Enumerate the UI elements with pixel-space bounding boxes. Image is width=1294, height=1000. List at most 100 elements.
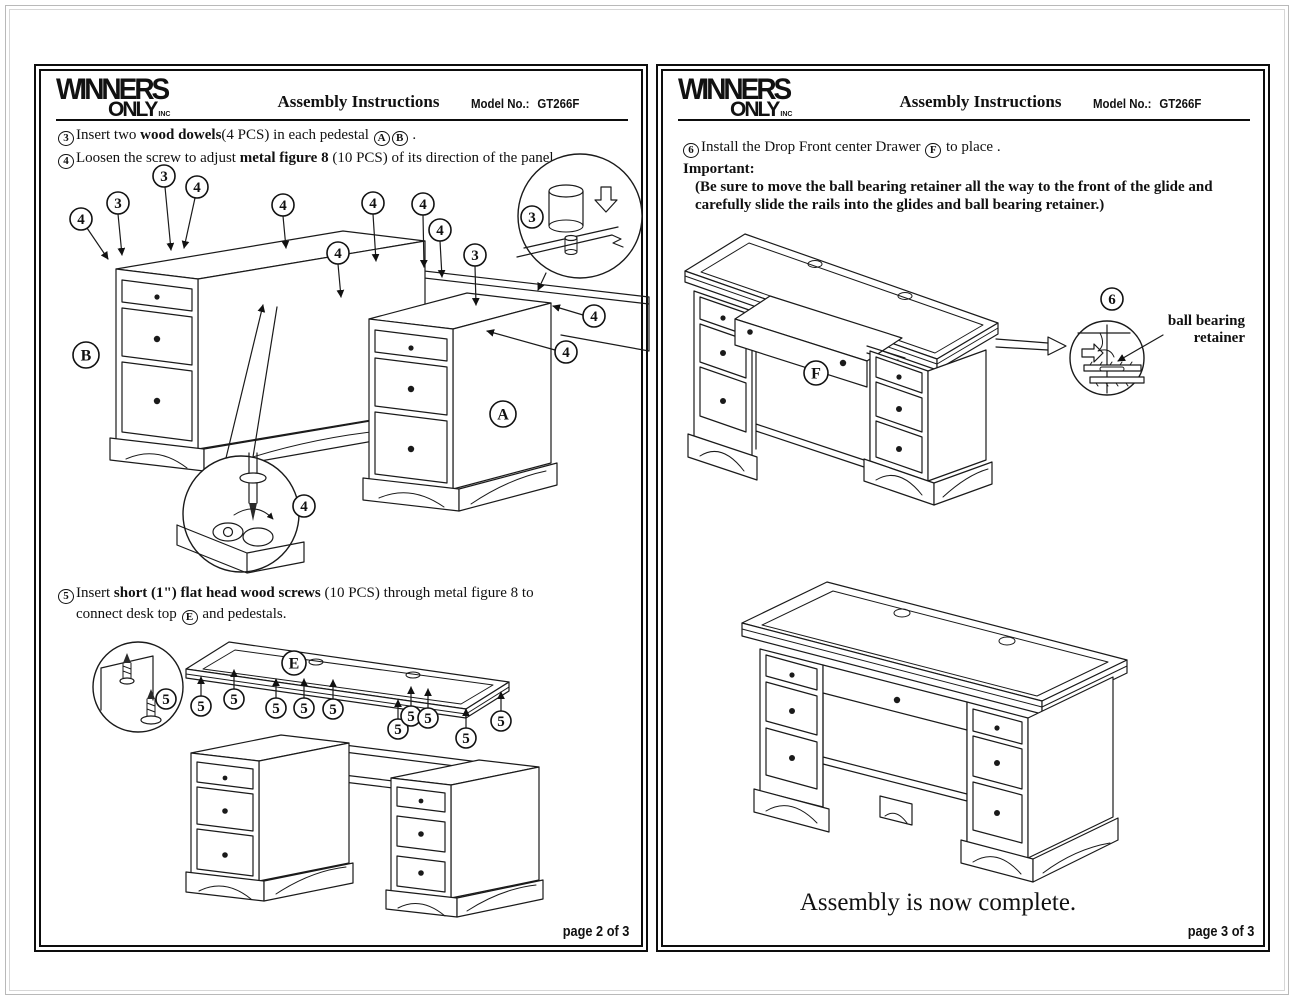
svg-text:A: A (497, 407, 509, 424)
detail-metal-figure-8 (176, 452, 305, 574)
svg-text:5: 5 (462, 731, 470, 747)
detail-connector (995, 336, 1067, 356)
svg-text:3: 3 (114, 196, 122, 212)
svg-text:5: 5 (230, 692, 238, 708)
callout-5: 5 (455, 727, 477, 749)
svg-text:3: 3 (471, 248, 479, 264)
diagram-drop-front-drawer: 6 F (684, 233, 1164, 506)
svg-text:3: 3 (528, 210, 536, 226)
svg-text:5: 5 (497, 714, 505, 730)
detail-wood-screws (92, 641, 184, 733)
svg-text:4: 4 (436, 223, 444, 239)
callout-5-detail: 5 (155, 688, 177, 710)
svg-text:5: 5 (197, 699, 205, 715)
model-number: Model No.:GT266F (1093, 96, 1202, 111)
page-2-footer: page 2 of 3 (562, 923, 629, 940)
detail-ball-bearing-retainer (1069, 320, 1145, 396)
step-5-text-line2: connect desk top E and pedestals. (76, 606, 287, 625)
model-number: Model No.:GT266F (471, 96, 580, 111)
callout-5: 5 (490, 710, 512, 732)
callout-5: 5 (417, 707, 439, 729)
page-2-border (39, 69, 643, 947)
pedestal-a-ref-icon: A (373, 131, 390, 146)
detail-wood-dowel (516, 153, 643, 279)
svg-text:4: 4 (279, 198, 287, 214)
label-pedestal-b: B (72, 341, 100, 369)
page-title: Assembly Instructions (277, 92, 440, 111)
pedestal-b-ref-icon: B (391, 131, 408, 146)
center-drawer-drawing (822, 664, 968, 842)
svg-text:5: 5 (424, 711, 432, 727)
logo-word-winners: WINNERS (678, 72, 792, 106)
svg-text:5: 5 (329, 702, 337, 718)
ball-bearing-retainer-label: ball bearing retainer (1167, 313, 1245, 346)
assembly-complete-text: Assembly is now complete. (799, 889, 1077, 916)
svg-text:F: F (811, 366, 821, 383)
svg-text:4: 4 (300, 499, 308, 515)
callout-5: 5 (190, 695, 212, 717)
svg-text:E: E (289, 656, 300, 673)
important-line-2: carefully slide the rails into the glide… (695, 197, 1105, 213)
header-rule (56, 119, 628, 121)
svg-text:4: 4 (334, 246, 342, 262)
label-pedestal-a: A (489, 400, 517, 428)
callout-3: 3 (152, 164, 176, 188)
left-pedestal-drawing (185, 734, 354, 902)
svg-text:5: 5 (300, 701, 308, 717)
desktop-e-ref-icon: E (181, 610, 198, 625)
desk-top-drawing (741, 581, 1128, 715)
svg-text:4: 4 (369, 196, 377, 212)
left-pedestal-drawing (687, 290, 758, 481)
step-3-number-icon: 3 (58, 131, 74, 146)
callout-5: 5 (223, 688, 245, 710)
callout-4: 4 (361, 191, 385, 215)
diagram-desktop-attachment: 5 5 5 5 5 5 5 5 5 5 E 5 (92, 641, 544, 918)
callout-4: 4 (69, 207, 93, 231)
callout-4-detail: 4 (292, 494, 316, 518)
retainer-label-arrow (1117, 334, 1164, 362)
svg-text:5: 5 (162, 692, 170, 708)
important-label: Important: (683, 161, 755, 177)
glide-direction-arrow-icon (1081, 343, 1104, 363)
callout-arrows (86, 186, 584, 459)
svg-text:6: 6 (1108, 292, 1116, 308)
right-pedestal-drawing (960, 676, 1119, 883)
page-3-footer: page 3 of 3 (1187, 923, 1254, 940)
callout-4: 4 (428, 218, 452, 242)
callout-5: 5 (293, 697, 315, 719)
diagram-completed-desk (741, 581, 1128, 883)
logo-inc: INC (780, 111, 793, 118)
callout-3: 3 (106, 191, 130, 215)
svg-text:B: B (81, 348, 92, 365)
screw-arrows (197, 669, 505, 729)
svg-text:4: 4 (419, 197, 427, 213)
header-rule (678, 119, 1250, 121)
callout-5: 5 (265, 697, 287, 719)
svg-text:4: 4 (562, 345, 570, 361)
label-drawer-f: F (803, 360, 829, 386)
drawer-f-ref-icon: F (925, 143, 942, 158)
logo-word-winners: WINNERS (56, 72, 170, 106)
svg-text:5: 5 (272, 701, 280, 717)
callout-4: 4 (411, 192, 435, 216)
svg-text:4: 4 (77, 212, 85, 228)
callout-6: 6 (1100, 287, 1124, 311)
callout-4: 4 (326, 241, 350, 265)
page-3-border (661, 69, 1265, 947)
callout-5: 5 (387, 718, 409, 740)
step-5-number-icon: 5 (58, 589, 74, 604)
left-pedestal-drawing (753, 648, 830, 833)
right-pedestal-drawing (385, 759, 544, 918)
important-line-1: (Be sure to move the ball bearing retain… (695, 179, 1213, 195)
